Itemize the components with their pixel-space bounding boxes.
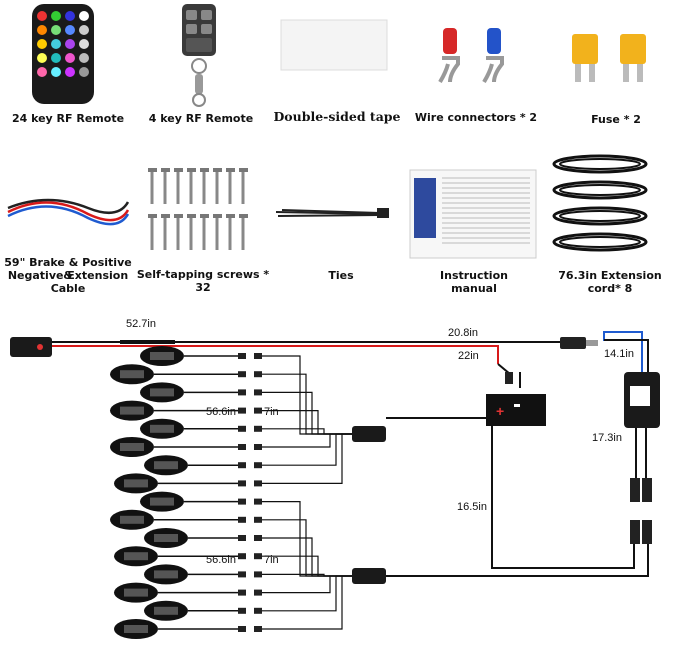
label-manual: Instruction manual — [440, 269, 508, 295]
screws-image — [148, 168, 248, 250]
measure-7-bottom: 7in — [264, 554, 279, 566]
label-cable-line2: Negative Extension Cable — [7, 269, 129, 295]
measure-16-5: 16.5in — [457, 501, 487, 513]
double-sided-tape-image — [280, 19, 388, 71]
wiring-diagram: + — [10, 331, 660, 639]
svg-text:+: + — [496, 403, 504, 419]
measure-14-1: 14.1in — [604, 348, 634, 360]
measure-20-8: 20.8in — [448, 327, 478, 339]
label-tape: Double-sided tape — [273, 109, 401, 124]
splitter-top — [352, 426, 386, 442]
measure-17-3: 17.3in — [592, 432, 622, 444]
instruction-manual-image — [409, 169, 537, 259]
label-fuse: Fuse * 2 — [591, 113, 641, 126]
fuse-image — [572, 34, 646, 82]
measure-52-7: 52.7in — [126, 318, 156, 330]
measure-7-top: 7in — [264, 406, 279, 418]
label-screws: Self-tapping screws * 32 — [136, 268, 270, 294]
measure-22: 22in — [458, 350, 479, 362]
battery — [486, 394, 546, 426]
ties-image — [275, 208, 389, 218]
wire-connectors-image — [438, 28, 504, 84]
label-extension: 76.3in Extension cord* 8 — [558, 269, 662, 295]
power-switch — [10, 337, 52, 357]
extension-cable-image — [7, 198, 130, 226]
label-ties: Ties — [328, 269, 354, 282]
rf-remote-24-image — [32, 4, 94, 104]
label-remote-24: 24 key RF Remote — [11, 112, 125, 125]
label-remote-4: 4 key RF Remote — [148, 112, 254, 125]
label-cable-line1: 59" Brake & Positive & — [4, 256, 132, 282]
extension-cords-image — [552, 154, 648, 252]
label-connectors: Wire connectors * 2 — [414, 111, 538, 124]
rf-remote-4-image — [182, 4, 216, 107]
splitter-bottom — [352, 568, 386, 584]
measure-56-6-top: 56.6in — [206, 406, 236, 418]
measure-56-6-bottom: 56.6in — [206, 554, 236, 566]
